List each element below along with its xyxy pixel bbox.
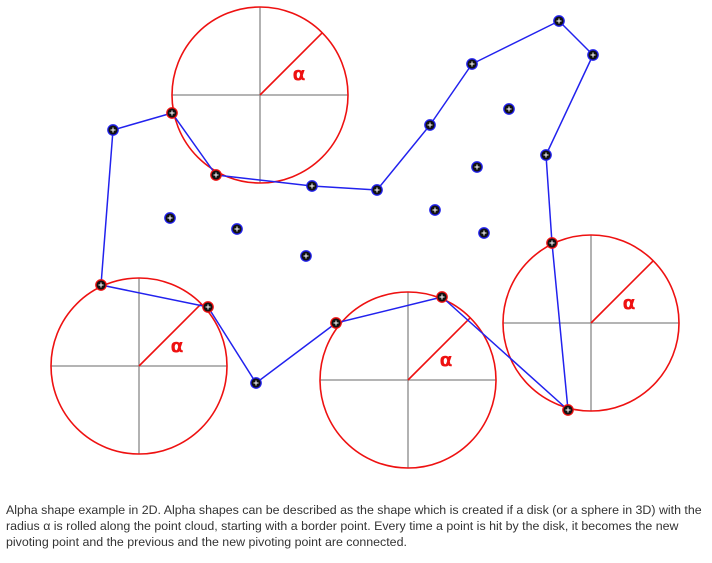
interior-point <box>231 223 243 235</box>
pivot-point <box>436 291 448 303</box>
alpha-label: α <box>292 63 305 85</box>
disk-radius-line <box>138 303 202 367</box>
interior-point <box>429 204 441 216</box>
figure-caption: Alpha shape example in 2D. Alpha shapes … <box>6 503 702 549</box>
interior-point <box>503 103 515 115</box>
alpha-shape-boundary <box>100 20 594 411</box>
boundary-point <box>540 149 552 161</box>
boundary-point <box>107 124 119 136</box>
boundary-point <box>371 184 383 196</box>
alpha-disks: α α α α <box>50 6 680 469</box>
boundary-point <box>587 49 599 61</box>
alpha-label: α <box>439 349 452 371</box>
alpha-disk-3: α <box>319 291 497 469</box>
pivot-point <box>202 301 214 313</box>
interior-point <box>300 250 312 262</box>
pivot-point <box>546 237 558 249</box>
boundary-polygon <box>100 20 594 411</box>
disk-radius-line <box>407 317 471 381</box>
alpha-label: α <box>622 292 635 314</box>
disk-radius-line <box>259 32 323 96</box>
disk-circle <box>171 6 349 184</box>
pivot-point <box>166 107 178 119</box>
pivot-point <box>562 404 574 416</box>
pivot-point <box>210 169 222 181</box>
interior-point <box>164 212 176 224</box>
pivot-point <box>330 317 342 329</box>
boundary-point <box>250 377 262 389</box>
pivot-point <box>95 279 107 291</box>
alpha-disk-1: α <box>171 6 349 184</box>
boundary-point <box>306 180 318 192</box>
boundary-point <box>553 15 565 27</box>
disk-circle <box>502 234 680 412</box>
point-cloud <box>95 15 599 416</box>
boundary-point <box>466 58 478 70</box>
alpha-shape-diagram: α α α α <box>50 6 680 469</box>
disk-circle <box>319 291 497 469</box>
boundary-point <box>424 119 436 131</box>
disk-radius-line <box>590 260 654 324</box>
interior-point <box>471 161 483 173</box>
alpha-label: α <box>170 335 183 357</box>
alpha-disk-4: α <box>502 234 680 412</box>
alpha-disk-2: α <box>50 277 228 455</box>
disk-circle <box>50 277 228 455</box>
interior-point <box>478 227 490 239</box>
